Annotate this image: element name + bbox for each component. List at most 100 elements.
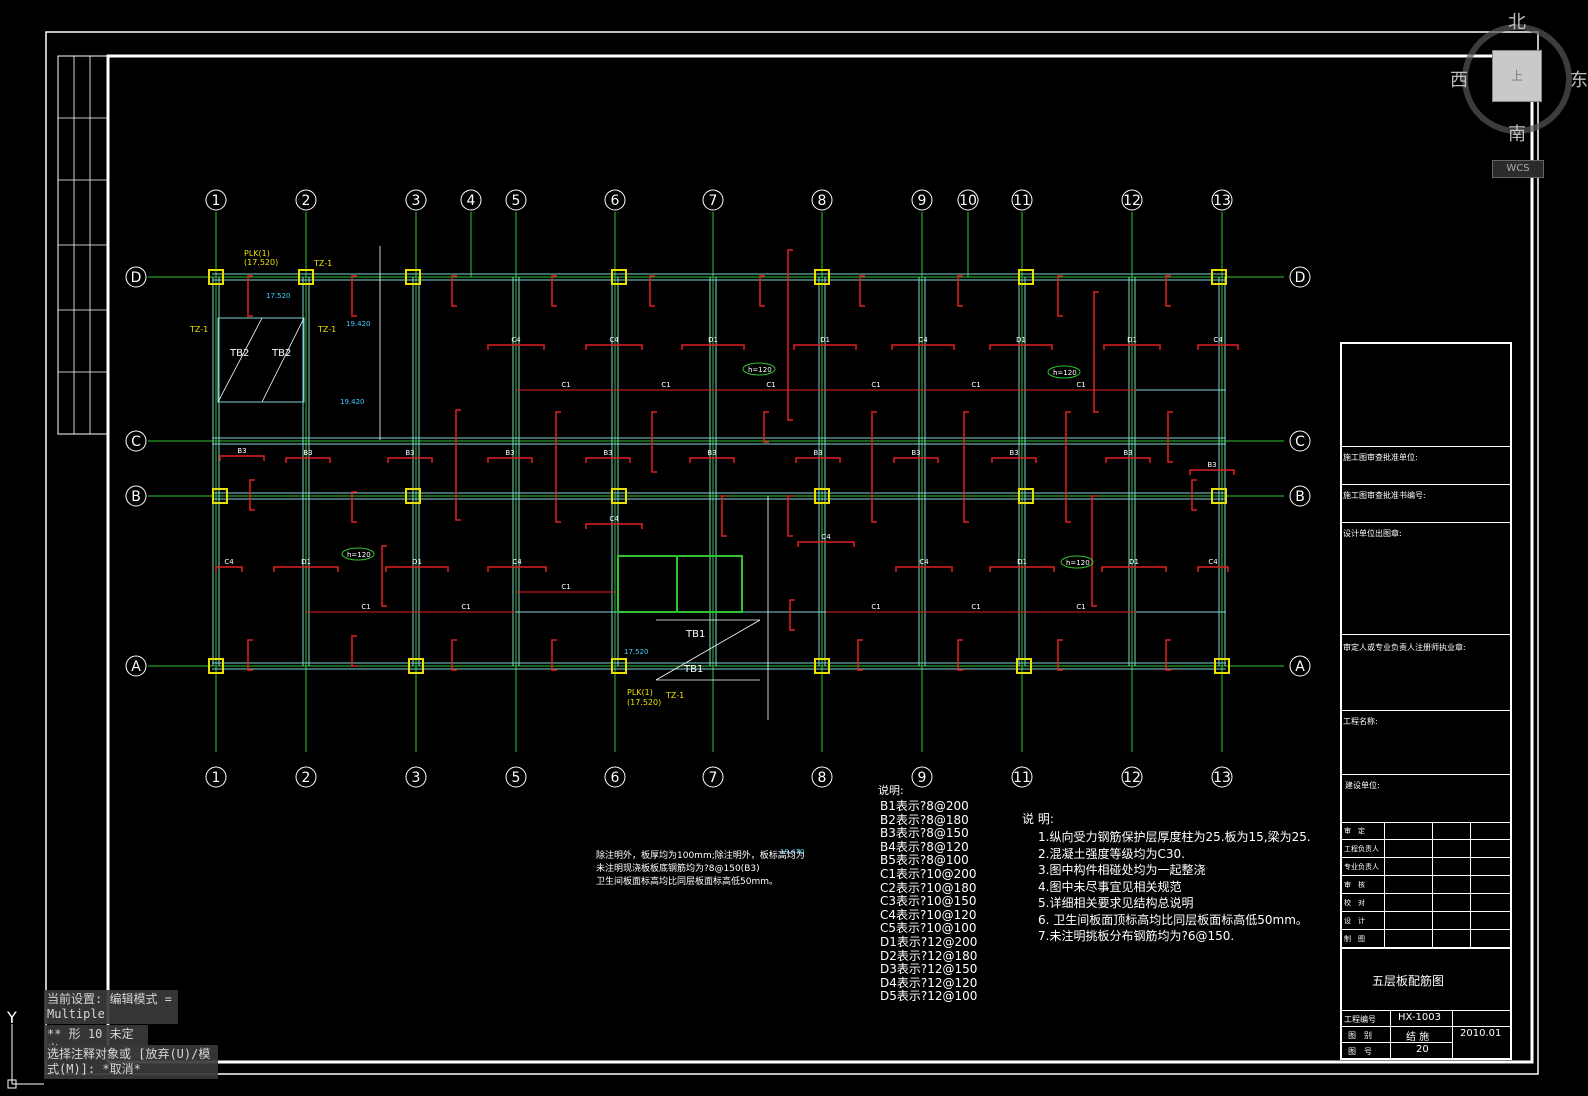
axis-label: 3: [412, 770, 421, 786]
command-prompt[interactable]: 选择注释对象或 [放弃(U)/模式(M)]: *取消*: [44, 1045, 218, 1079]
axis-label: 5: [512, 193, 521, 209]
axis-bubble: [125, 655, 147, 677]
rebar-label: C1: [971, 603, 980, 611]
rebar-label: C4: [609, 336, 619, 344]
rebar-bar: [989, 566, 1055, 572]
axis-bubble: [295, 189, 317, 211]
column: [298, 269, 314, 285]
axis-bubble: [604, 189, 626, 211]
plk-label: PLK(1): [627, 688, 653, 697]
viewcube-top-face[interactable]: 上: [1492, 50, 1542, 102]
column: [405, 488, 421, 504]
axis-label: 13: [1213, 193, 1231, 209]
rebar-label: B3: [1123, 449, 1132, 457]
axis-label: 9: [918, 193, 927, 209]
rebar-label: C4: [224, 558, 234, 566]
column: [611, 269, 627, 285]
rebar-label: D1: [708, 336, 718, 344]
axis-label: C: [131, 434, 141, 450]
viewcube-east[interactable]: 东: [1570, 70, 1588, 91]
rebar-label: C1: [971, 381, 980, 389]
rebar-label: B3: [1009, 449, 1018, 457]
viewcube-south[interactable]: 南: [1508, 124, 1526, 145]
slab-note: 除注明外，板厚均为100mm;除注明外，板标高均为 未注明现浇板板底钢筋均为?8…: [596, 850, 805, 889]
inner-sheet-border: [106, 54, 1534, 1064]
rebar-label: D1: [301, 558, 311, 566]
axis-label: 9: [918, 770, 927, 786]
axis-label: 12: [1123, 193, 1141, 209]
viewcube-compass-ring[interactable]: [1462, 24, 1572, 134]
category-label: 图 别: [1348, 1031, 1372, 1040]
note-item: 4.图中未尽事宜见相关规范: [1038, 879, 1182, 894]
column: [611, 488, 627, 504]
rebar-bar: [555, 411, 561, 523]
legend-item: D1表示?12@200: [880, 934, 978, 949]
axis-bubble: [205, 766, 227, 788]
role-label: 校 对: [1344, 899, 1365, 907]
viewcube-north[interactable]: 北: [1508, 12, 1526, 33]
axis-bubble: [604, 766, 626, 788]
axis-bubble: [405, 766, 427, 788]
command-setting-line: 当前设置: 编辑模式 = Multiple: [44, 990, 178, 1024]
slab-thickness-label: h=120: [1066, 559, 1090, 567]
rebar-bar: [1191, 479, 1197, 511]
legend-item: D3表示?12@150: [880, 962, 978, 977]
general-notes: 说 明: 1.纵向受力钢筋保护层厚度柱为25.板为15,梁为25.2.混凝土强度…: [1022, 810, 1311, 945]
column: [212, 488, 228, 504]
rebar-bar: [795, 457, 841, 463]
ucs-y-axis-label: Y: [7, 1008, 17, 1027]
rebar-bar: [249, 479, 255, 511]
wcs-menu[interactable]: WCS: [1492, 160, 1544, 178]
rebar-bar: [215, 566, 243, 572]
slab-thickness-ellipse: [341, 547, 375, 561]
rebar-label: C4: [1208, 558, 1218, 566]
axis-bubble: [702, 766, 724, 788]
stair-tb2-diagonal: [261, 317, 305, 403]
axis-bubble: [811, 189, 833, 211]
axis-bubble: [1121, 766, 1143, 788]
rebar-label: D1: [1127, 336, 1137, 344]
role-label: 专业负责人: [1344, 863, 1379, 871]
rebar-label: C1: [561, 583, 570, 591]
axis-bubble: [1211, 189, 1233, 211]
axis-label: C: [1295, 434, 1305, 450]
axis-label: 7: [709, 770, 718, 786]
rebar-label: D1: [1129, 558, 1139, 566]
axis-bubble: [1289, 266, 1311, 288]
rebar-bar: [759, 275, 765, 307]
rebar-bar: [689, 457, 735, 463]
legend-item: B5表示?8@100: [880, 853, 969, 868]
elevation-mark: 17.520: [624, 648, 649, 656]
rebar-bar: [681, 344, 745, 350]
viewcube[interactable]: 北 南 西 东 上 WCS: [1450, 10, 1588, 180]
rebar-bar: [219, 455, 265, 461]
stair-tb2: [217, 317, 305, 403]
rebar-label: B3: [405, 449, 414, 457]
rebar-bar: [385, 566, 449, 572]
slab-thickness-ellipse: [742, 362, 776, 376]
rebar-bar: [989, 344, 1053, 350]
rebar-bar: [787, 495, 793, 537]
slab-thickness-label: h=120: [1053, 369, 1077, 377]
rebar-bar: [247, 275, 253, 317]
column: [1018, 269, 1034, 285]
axis-label: 8: [818, 770, 827, 786]
rebar-bar: [351, 635, 357, 667]
slab-thickness-label: h=120: [748, 366, 772, 374]
column: [1016, 658, 1032, 674]
review-no-label: 施工图审查批准书编号:: [1343, 491, 1426, 500]
axis-bubble: [295, 766, 317, 788]
slab-thickness-ellipse: [1047, 365, 1081, 379]
axis-label: 1: [212, 193, 221, 209]
axis-bubble: [1289, 430, 1311, 452]
axis-label: 6: [611, 770, 620, 786]
column: [1211, 269, 1227, 285]
rebar-label: D1: [1016, 336, 1026, 344]
legend-item: C2表示?10@180: [880, 880, 977, 895]
rebar-bar: [1197, 566, 1229, 572]
rebar-label: B3: [1207, 461, 1216, 469]
viewcube-west[interactable]: 西: [1450, 70, 1468, 91]
rebar-bar: [789, 599, 795, 631]
